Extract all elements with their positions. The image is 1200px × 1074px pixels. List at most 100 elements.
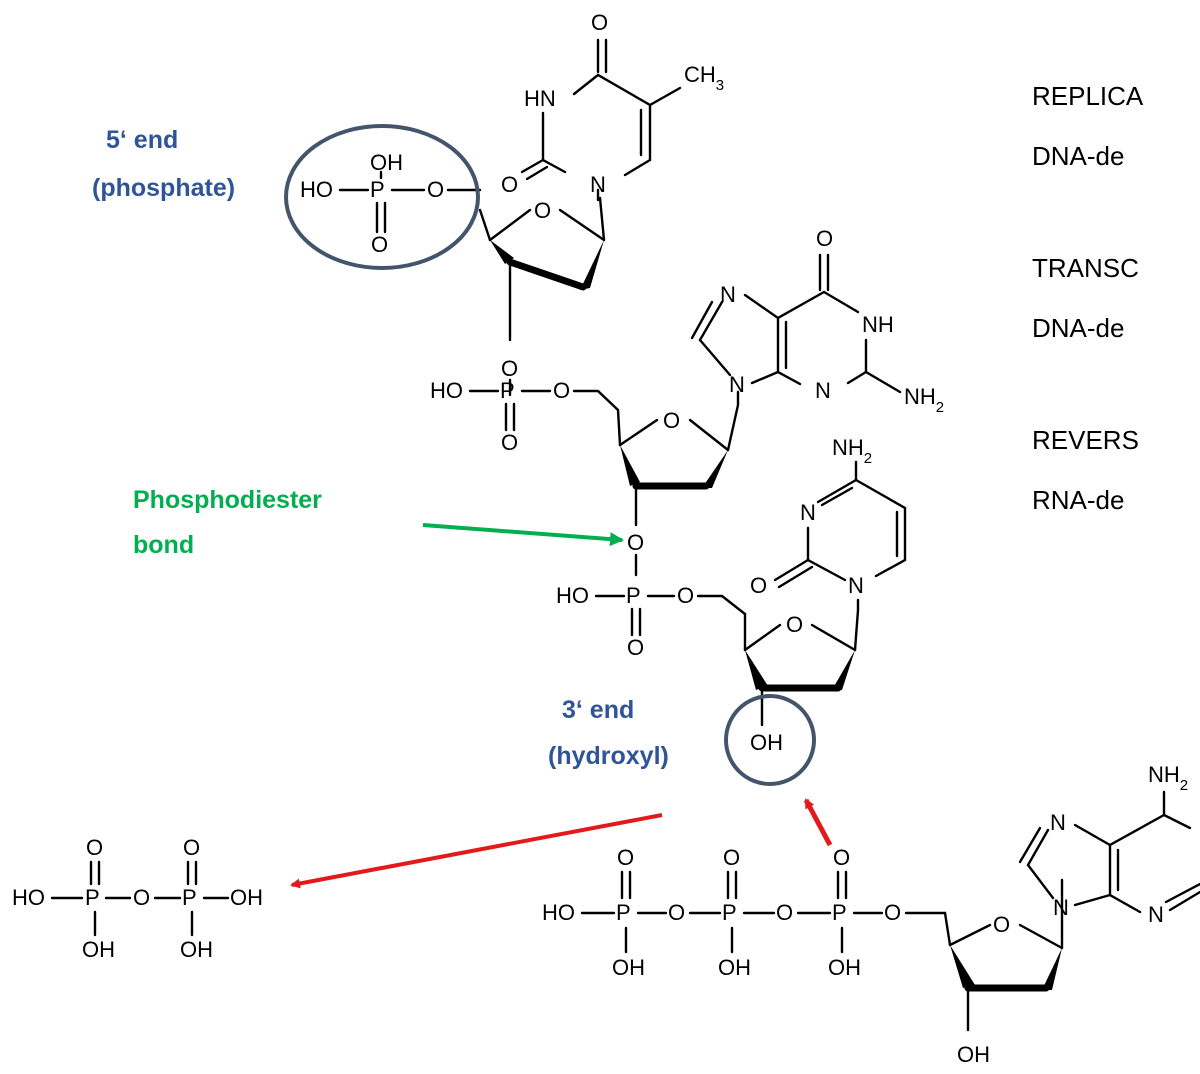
svg-text:(phosphate): (phosphate) <box>92 174 235 202</box>
svg-text:(hydroxyl): (hydroxyl) <box>548 742 669 770</box>
atom-n: N <box>800 500 816 525</box>
atom-o: O <box>133 885 150 910</box>
svg-text:5‘ end: 5‘ end <box>106 126 178 154</box>
atom-ho: HO <box>430 378 463 403</box>
atom-o: O <box>183 835 200 860</box>
atom-p: P <box>722 900 737 925</box>
five-prime-phosphate: OH HO P O O <box>300 150 482 257</box>
atom-o: O <box>750 573 767 598</box>
atom-o: O <box>627 530 644 555</box>
atom-o: O <box>617 845 634 870</box>
atom-o: O <box>627 635 644 660</box>
atom-o: O <box>723 845 740 870</box>
deoxyribose-sugar: O O <box>616 390 740 555</box>
atom-o: O <box>884 900 901 925</box>
atom-ho: HO <box>300 177 333 202</box>
atom-oh: OH <box>718 955 751 980</box>
atom-o: O <box>776 900 793 925</box>
svg-text:Phosphodiester: Phosphodiester <box>133 486 322 514</box>
atom-p: P <box>85 885 100 910</box>
atom-oh: OH <box>612 955 645 980</box>
replication-detail: DNA-de <box>1032 141 1124 171</box>
atom-nh2: NH2 <box>904 384 944 416</box>
deoxyribose-sugar: O O <box>478 196 606 381</box>
deoxyribose-sugar: O OH <box>948 878 1064 1067</box>
atom-oh: OH <box>750 730 783 755</box>
phosphodiester-arrow <box>422 523 624 547</box>
deoxyguanosine-residue: O N NH N N NH2 O O <box>616 226 944 555</box>
atom-oh: OH <box>82 937 115 962</box>
deoxycytidine-residue: NH2 N O N O OH <box>743 435 907 755</box>
atom-ho: HO <box>556 583 589 608</box>
reverse-transcription-detail: RNA-de <box>1032 485 1124 515</box>
atom-o: O <box>668 900 685 925</box>
atom-p: P <box>500 378 515 403</box>
internucleotide-phosphate: HO P O O <box>430 378 620 455</box>
atom-n: N <box>1050 810 1066 835</box>
cytosine-base: NH2 N O N <box>750 435 907 612</box>
atom-hn: HN <box>524 86 556 111</box>
replication-heading: REPLICA <box>1032 81 1144 111</box>
incoming-datp: O O O HO P O P O P O OH OH OH <box>542 762 1200 1067</box>
pyrophosphate-release-arrow <box>290 813 663 889</box>
atom-oh: OH <box>370 150 403 175</box>
atom-o: O <box>534 198 551 223</box>
atom-oh: OH <box>828 955 861 980</box>
atom-ch3: CH3 <box>684 62 724 94</box>
internucleotide-phosphate: HO P O O <box>556 553 747 660</box>
guanine-base: O N NH N N NH2 <box>690 226 944 416</box>
atom-n: N <box>848 573 864 598</box>
atom-n: N <box>1148 902 1164 927</box>
atom-oh: OH <box>230 885 263 910</box>
atom-p: P <box>626 583 641 608</box>
hydroxyl-highlight-circle <box>724 694 816 786</box>
phosphate-highlight-circle <box>284 124 480 270</box>
atom-o: O <box>591 10 608 35</box>
five-prime-end-label: 5‘ end (phosphate) <box>92 126 235 202</box>
atom-o: O <box>677 583 694 608</box>
thymine-base: O HN CH3 O N <box>501 10 724 202</box>
transcription-detail: DNA-de <box>1032 313 1124 343</box>
atom-o: O <box>86 835 103 860</box>
atom-ho: HO <box>12 885 45 910</box>
atom-o: O <box>663 408 680 433</box>
atom-nh2: NH2 <box>1148 762 1188 794</box>
pyrophosphate: O O HO P O P OH OH OH <box>12 835 263 962</box>
atom-o: O <box>993 912 1010 937</box>
atom-nh2: NH2 <box>832 435 872 467</box>
atom-o: O <box>501 356 518 381</box>
atom-o: O <box>786 612 803 637</box>
reverse-transcription-heading: REVERS <box>1032 425 1139 455</box>
triphosphate-chain: O O O HO P O P O P O OH OH OH <box>542 845 952 980</box>
atom-o: O <box>501 172 518 197</box>
svg-text:3‘ end: 3‘ end <box>562 696 634 724</box>
atom-o: O <box>816 226 833 251</box>
atom-n: N <box>729 372 745 397</box>
atom-n: N <box>590 172 606 197</box>
atom-nh: NH <box>862 312 894 337</box>
atom-o: O <box>501 430 518 455</box>
atom-n: N <box>1053 895 1069 920</box>
atom-p: P <box>182 885 197 910</box>
deoxyribose-sugar: O OH <box>743 608 860 755</box>
atom-p: P <box>616 900 631 925</box>
atom-n: N <box>720 282 736 307</box>
atom-o: O <box>427 177 444 202</box>
nucleophilic-attack-arrow <box>803 798 833 847</box>
atom-ho: HO <box>542 900 575 925</box>
svg-text:bond: bond <box>133 531 194 559</box>
three-prime-end-label: 3‘ end (hydroxyl) <box>548 696 669 770</box>
atom-oh: OH <box>180 937 213 962</box>
atom-o: O <box>371 232 388 257</box>
atom-o: O <box>553 378 570 403</box>
atom-p: P <box>832 900 847 925</box>
polymerase-types-text: REPLICA DNA-de TRANSC DNA-de REVERS RNA-… <box>1032 81 1144 515</box>
atom-o: O <box>833 845 850 870</box>
phosphodiester-bond-label: Phosphodiester bond <box>133 486 322 559</box>
atom-p: P <box>370 177 385 202</box>
thymidine-residue: O HN CH3 O N O O OH HO P O O <box>300 10 724 381</box>
transcription-heading: TRANSC <box>1032 253 1139 283</box>
atom-oh: OH <box>957 1042 990 1067</box>
adenine-base: NH2 N N N <box>1018 762 1200 927</box>
